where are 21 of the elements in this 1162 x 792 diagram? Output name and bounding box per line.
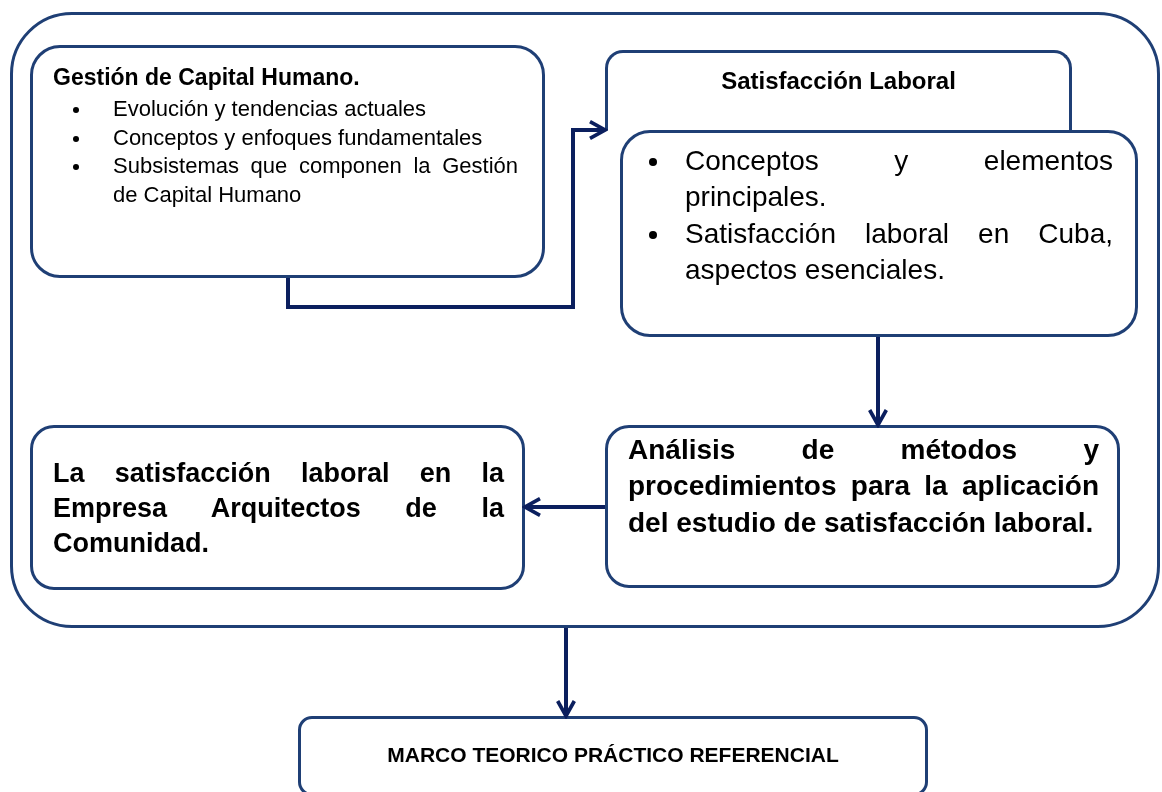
- bullet-item: Conceptos y enfoques fundamentales: [113, 123, 484, 152]
- arrow: [867, 337, 889, 427]
- topic-box: [30, 45, 545, 278]
- container-panel: [10, 12, 1160, 628]
- process-box: [605, 425, 1120, 588]
- arrow: [523, 496, 605, 518]
- box-text: Análisis de métodos y procedimientos para la aplicación del estudio de satisfacción laboral.: [628, 433, 1099, 540]
- box-heading: Gestión de Capital Humano.: [53, 64, 361, 91]
- bullet-item: Subsistemas que componen la Gestión de Capital Humano: [113, 152, 518, 209]
- bullet-item: Satisfacción laboral en Cuba, aspectos esenciales.: [685, 216, 1113, 288]
- topic-box: [620, 130, 1138, 337]
- box-text: La satisfacción laboral en la Empresa Arquitectos de la Comunidad.: [53, 457, 504, 561]
- arrow: [286, 119, 607, 309]
- result-box: [298, 716, 928, 792]
- heading-box: [605, 50, 1072, 130]
- process-box: [30, 425, 525, 590]
- bullet-item: Conceptos y elementos principales.: [685, 144, 1113, 215]
- bullet-item: Evolución y tendencias actuales: [113, 95, 428, 123]
- box-title: MARCO TEORICO PRÁCTICO REFERENCIAL: [386, 743, 840, 767]
- box-title: Satisfacción Laboral: [720, 67, 957, 95]
- arrow: [555, 628, 577, 718]
